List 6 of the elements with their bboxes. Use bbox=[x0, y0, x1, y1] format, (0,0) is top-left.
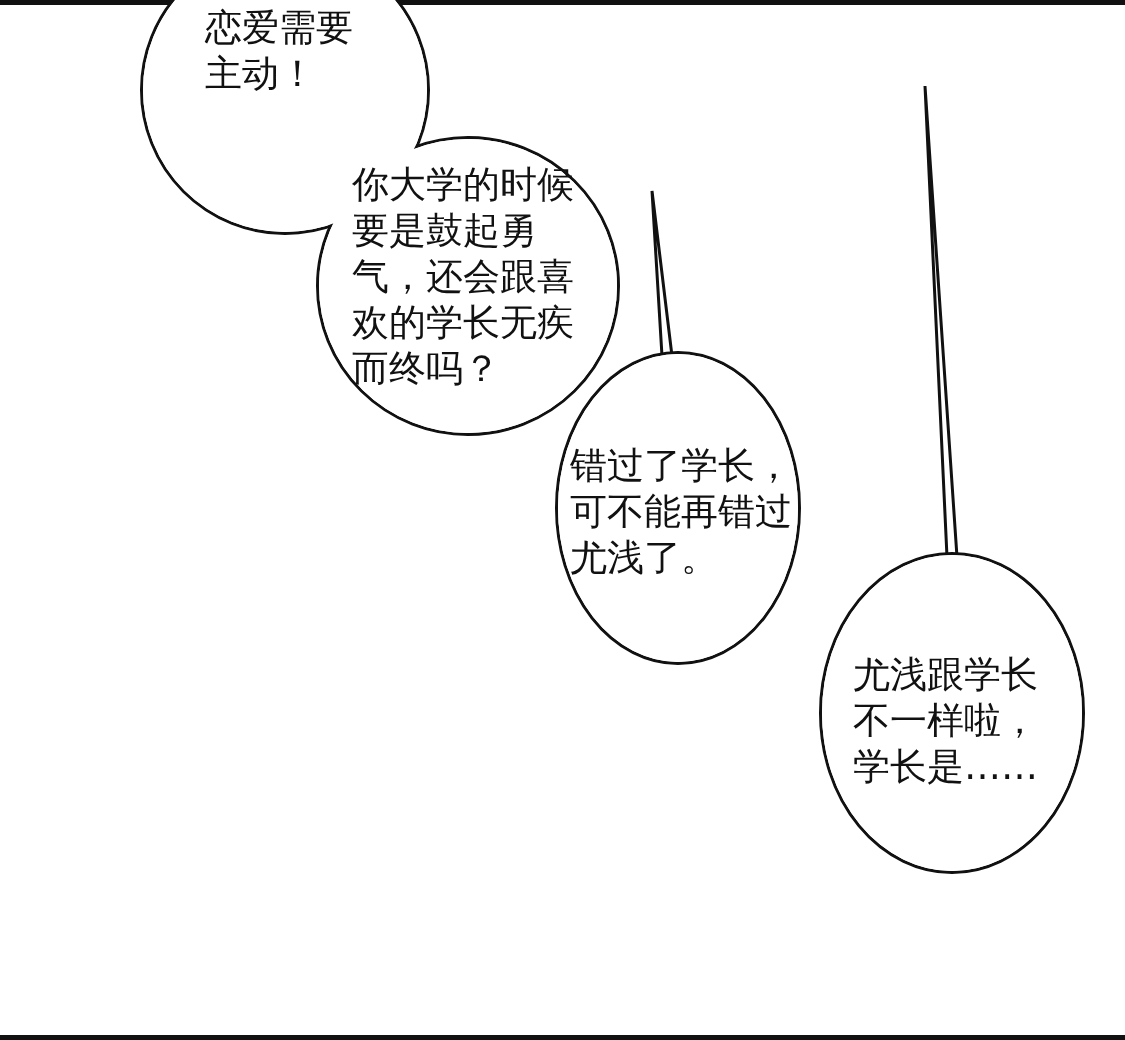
speech-bubble bbox=[819, 86, 1085, 874]
dialogue-text: 错过了学长，可不能再错过尤浅了。 bbox=[570, 443, 793, 581]
dialogue-text: 恋爱需要主动！ bbox=[205, 5, 354, 97]
speech-bubble bbox=[316, 136, 620, 436]
dialogue-text: 尤浅跟学长不一样啦，学长是…… bbox=[853, 652, 1039, 790]
dialogue-text: 你大学的时候要是鼓起勇气，还会跟喜欢的学长无疾而终吗？ bbox=[352, 162, 575, 392]
